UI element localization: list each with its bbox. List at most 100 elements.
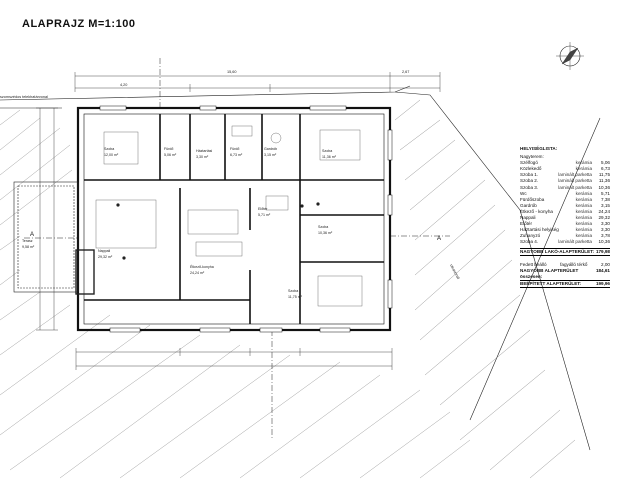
schedule-area: 3,30 (601, 221, 610, 227)
schedule-total: NAGYOBB LAKÓ-ALAPTERÜLET: 179,98 (520, 247, 610, 256)
schedule-material: kerámia (575, 166, 592, 172)
sum1-label: NAGYOBB ALAPTERÜLET összesen: (520, 267, 579, 279)
room-name: Szoba (322, 149, 332, 153)
schedule-title: HELYISÉGLISTA: (520, 146, 558, 151)
total-value: 179,98 (595, 248, 610, 254)
schedule-name: Szoba 3. (520, 184, 539, 190)
room-area: 24,24 m² (190, 271, 205, 275)
room-area: 3,15 m² (264, 153, 277, 157)
interior-walls (84, 114, 384, 324)
schedule-material: kerámia (575, 196, 592, 202)
schedule-name: Étkező - konyha (520, 208, 553, 214)
schedule-area: 10,36 (598, 184, 611, 190)
schedule-material: kerámia (575, 215, 592, 221)
schedule-name: Szoba 4. (520, 239, 539, 245)
schedule-name: Szélfogó (520, 160, 538, 166)
total-label: NAGYOBB LAKÓ-ALAPTERÜLET: (520, 248, 595, 254)
level-markers (116, 202, 320, 260)
bottom-dimensions (75, 348, 393, 370)
schedule-material: kerámia (575, 233, 592, 239)
room-area: 3,30 m² (196, 155, 209, 159)
room-area: 5,71 m² (258, 213, 271, 217)
schedule-area: 5,71 (601, 190, 610, 196)
schedule-name: Nappali (520, 215, 536, 221)
north-arrow-icon (556, 42, 584, 70)
building-walls (76, 106, 392, 332)
schedule-area: 24,24 (598, 208, 611, 214)
room-name: Szoba (288, 289, 298, 293)
room-name: Előtér (258, 207, 268, 211)
schedule-name: Gardrób (520, 202, 537, 208)
schedule-row: Nagyterem: (520, 154, 610, 160)
top-left-dimension: 4,20 (120, 83, 127, 87)
schedule-area: 11,75 (598, 172, 610, 178)
room-name: Étkező-konyha (190, 264, 214, 269)
room-area: 9,58 m² (22, 245, 35, 249)
terrain-hatching (394, 99, 576, 479)
section-marker: A (437, 236, 441, 242)
top-dimensions (74, 72, 441, 92)
schedule-area: 29,32 (598, 215, 611, 221)
section-line-a (24, 58, 450, 438)
extra-label: Fedett beálló (520, 261, 547, 267)
left-dimensions (36, 107, 58, 331)
room-area: 6,73 m² (230, 153, 243, 157)
schedule-row: Szoba 1. laminált parketta 11,75 (520, 172, 610, 178)
schedule-material: laminált parketta (558, 239, 592, 245)
schedule-row: Szoba 3. laminált parketta 10,36 (520, 185, 610, 191)
room-area: 12,00 m² (104, 153, 119, 157)
section-marker-left: A (30, 232, 34, 238)
top-right-dimension: 2,67 (402, 70, 409, 74)
schedule-row: Fürdőszoba kerámia 7,38 (520, 197, 610, 203)
schedule-row: Nappali kerámia 29,32 (520, 215, 610, 221)
schedule-area: 3,30 (601, 227, 610, 233)
schedule-material: kerámia (575, 221, 592, 227)
extra-material: fagyálló térkő (560, 261, 588, 267)
schedule-name: Háztartási helyiség (520, 227, 559, 233)
schedule-name: Fürdőszoba (520, 196, 545, 202)
schedule-sum-2: BEÉPÍTETT ALAPTERÜLET: 199,96 (520, 281, 610, 288)
room-area: 10,36 m² (318, 231, 333, 235)
sum2-label: BEÉPÍTETT ALAPTERÜLET: (520, 280, 582, 286)
schedule-name: Wc (520, 190, 527, 196)
schedule-area: 11,36 (598, 178, 610, 184)
room-name: Terasz (22, 239, 33, 243)
schedule-material: laminált parketta (558, 184, 592, 190)
room-labels: Szoba 12,00 m² Fürdő 5,06 m² Háztartási … (22, 147, 337, 299)
schedule-area: 5,06 (601, 160, 610, 166)
left-hatching (0, 109, 471, 479)
boundary-label: szomszédos telekhatárvonal (0, 95, 48, 99)
schedule-name: Közlekedő (520, 166, 542, 172)
room-name: Szoba (318, 225, 328, 229)
room-name: Nappali (98, 249, 110, 253)
schedule-area: 7,38 (601, 196, 610, 202)
schedule-row: Wc kerámia 5,71 (520, 191, 610, 197)
schedule-row: Háztartási helyiség kerámia 3,30 (520, 227, 610, 233)
furniture (95, 125, 363, 307)
schedule-area: 3,78 (601, 233, 610, 239)
schedule-material: kerámia (575, 190, 592, 196)
windows (99, 105, 393, 333)
room-area: 5,06 m² (164, 153, 177, 157)
schedule-material: kerámia (575, 227, 592, 233)
room-name: Háztartási (196, 149, 212, 153)
room-area: 11,36 m² (322, 155, 337, 159)
schedule-name: Szoba 1. (520, 172, 539, 178)
schedule-area: 10,36 (598, 239, 611, 245)
plan-title: ALAPRAJZ M=1:100 (22, 18, 136, 30)
room-area: 11,75 m² (288, 295, 303, 299)
schedule-name: Szoba 2. (520, 178, 539, 184)
terrace (13, 181, 95, 295)
room-name: Fürdő (230, 147, 239, 151)
sum1-value: 184,61 (595, 267, 610, 273)
schedule-material: laminált parketta (558, 172, 592, 178)
room-name: Fürdő (164, 147, 173, 151)
